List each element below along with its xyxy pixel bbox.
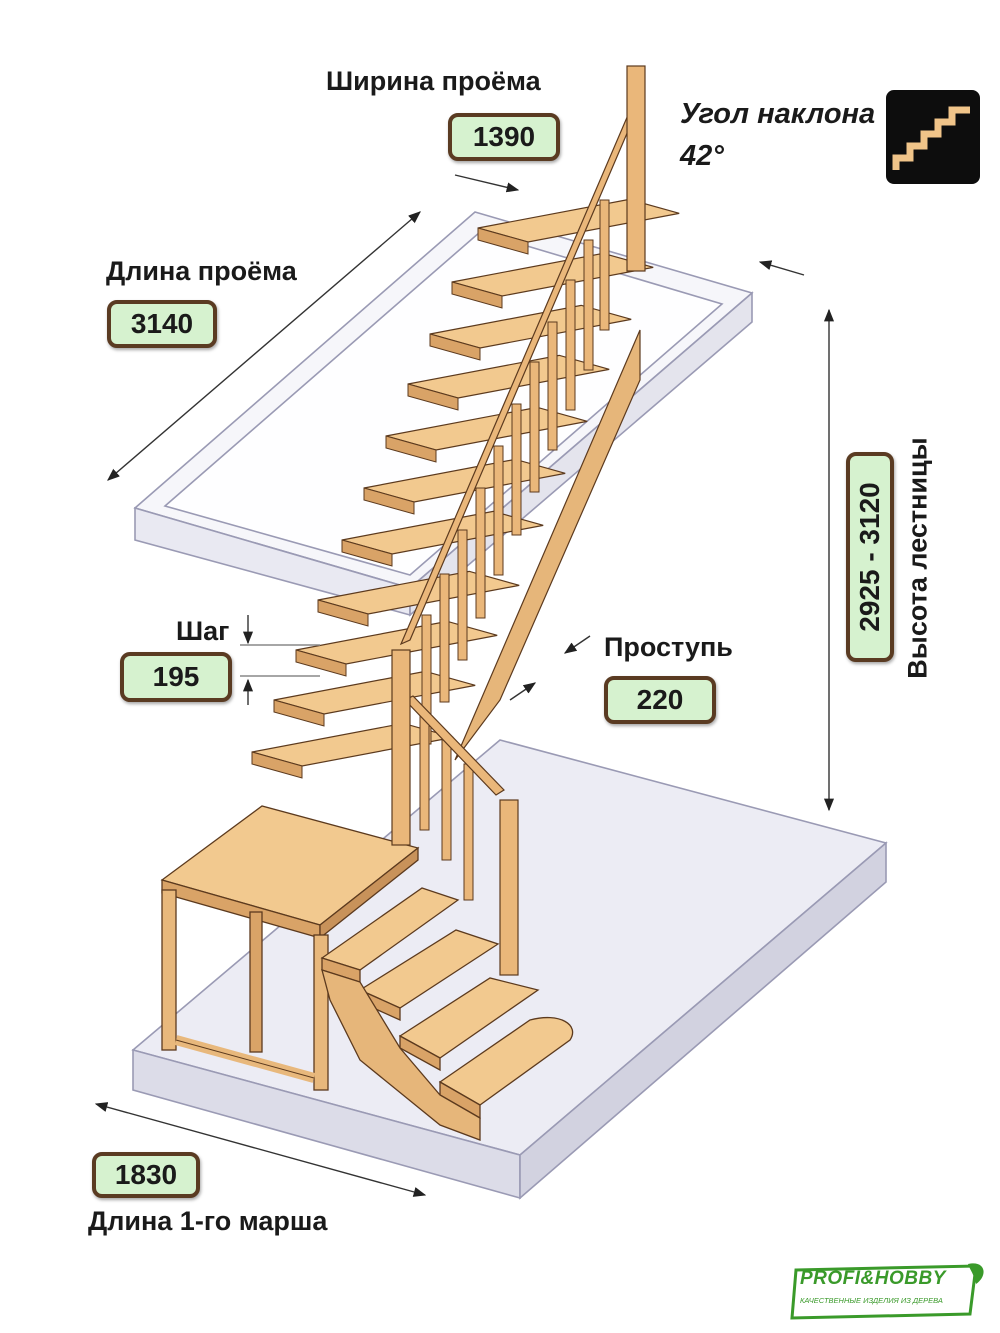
handrails bbox=[391, 65, 646, 976]
angle-label: Угол наклона bbox=[680, 98, 876, 130]
first-flight-length-label: Длина 1-го марша bbox=[88, 1206, 328, 1236]
step-height-value: 195 bbox=[120, 652, 232, 702]
stairs-icon bbox=[886, 90, 980, 184]
winder-steps bbox=[320, 887, 574, 1141]
baluster-2 bbox=[583, 239, 594, 371]
opening-width-label: Ширина проёма bbox=[326, 66, 541, 96]
balusters bbox=[419, 199, 610, 901]
baluster-9 bbox=[457, 529, 468, 661]
upper-tread-7-nosing bbox=[341, 539, 393, 567]
lower-tread-1-nosing bbox=[295, 649, 347, 677]
step-height-label: Шаг bbox=[176, 616, 230, 646]
opening-length-value: 3140 bbox=[107, 300, 217, 348]
brand-logo: PROFI&HOBBY КАЧЕСТВЕННЫЕ ИЗДЕЛИЯ ИЗ ДЕРЕ… bbox=[790, 1262, 990, 1322]
stair-height-label: Высота лестницы bbox=[902, 437, 933, 679]
baluster-3 bbox=[565, 279, 576, 411]
upper-stringer bbox=[454, 329, 641, 761]
stair-height-value-text: 2925 - 3120 bbox=[854, 482, 885, 632]
angle-value: 42° bbox=[680, 140, 724, 172]
logo-text: PROFI&HOBBY bbox=[800, 1268, 946, 1289]
upper-tread-2-nosing bbox=[451, 281, 503, 309]
lower-baluster-1 bbox=[419, 715, 430, 831]
lower-tread-2-nosing bbox=[273, 699, 325, 727]
landing-platform bbox=[160, 805, 420, 1091]
opening-length-label: Длина проёма bbox=[106, 256, 297, 286]
upper-tread-6-nosing bbox=[363, 487, 415, 515]
upper-tread-1-nosing bbox=[477, 227, 529, 255]
baluster-8 bbox=[475, 487, 486, 619]
stair-height-value: 2925 - 3120 bbox=[846, 452, 894, 662]
baluster-6 bbox=[511, 403, 522, 536]
lower-baluster-2 bbox=[441, 739, 452, 861]
baluster-4 bbox=[547, 321, 558, 451]
tread-depth-label: Проступь bbox=[604, 632, 733, 662]
upper-tread-3-nosing bbox=[429, 333, 481, 361]
tread-depth-value: 220 bbox=[604, 676, 716, 724]
baluster-7 bbox=[493, 445, 504, 576]
dimension-lines bbox=[94, 174, 835, 1197]
lower-tread-3-nosing bbox=[251, 751, 303, 779]
logo-tagline: КАЧЕСТВЕННЫЕ ИЗДЕЛИЯ ИЗ ДЕРЕВА bbox=[800, 1296, 943, 1305]
baluster-1 bbox=[599, 199, 610, 331]
lower-baluster-3 bbox=[463, 763, 474, 901]
opening-width-value: 1390 bbox=[448, 113, 560, 161]
first-flight-length-value: 1830 bbox=[92, 1152, 200, 1198]
upper-tread-8-nosing bbox=[317, 599, 369, 627]
baluster-5 bbox=[529, 361, 540, 493]
baluster-10 bbox=[439, 573, 450, 703]
